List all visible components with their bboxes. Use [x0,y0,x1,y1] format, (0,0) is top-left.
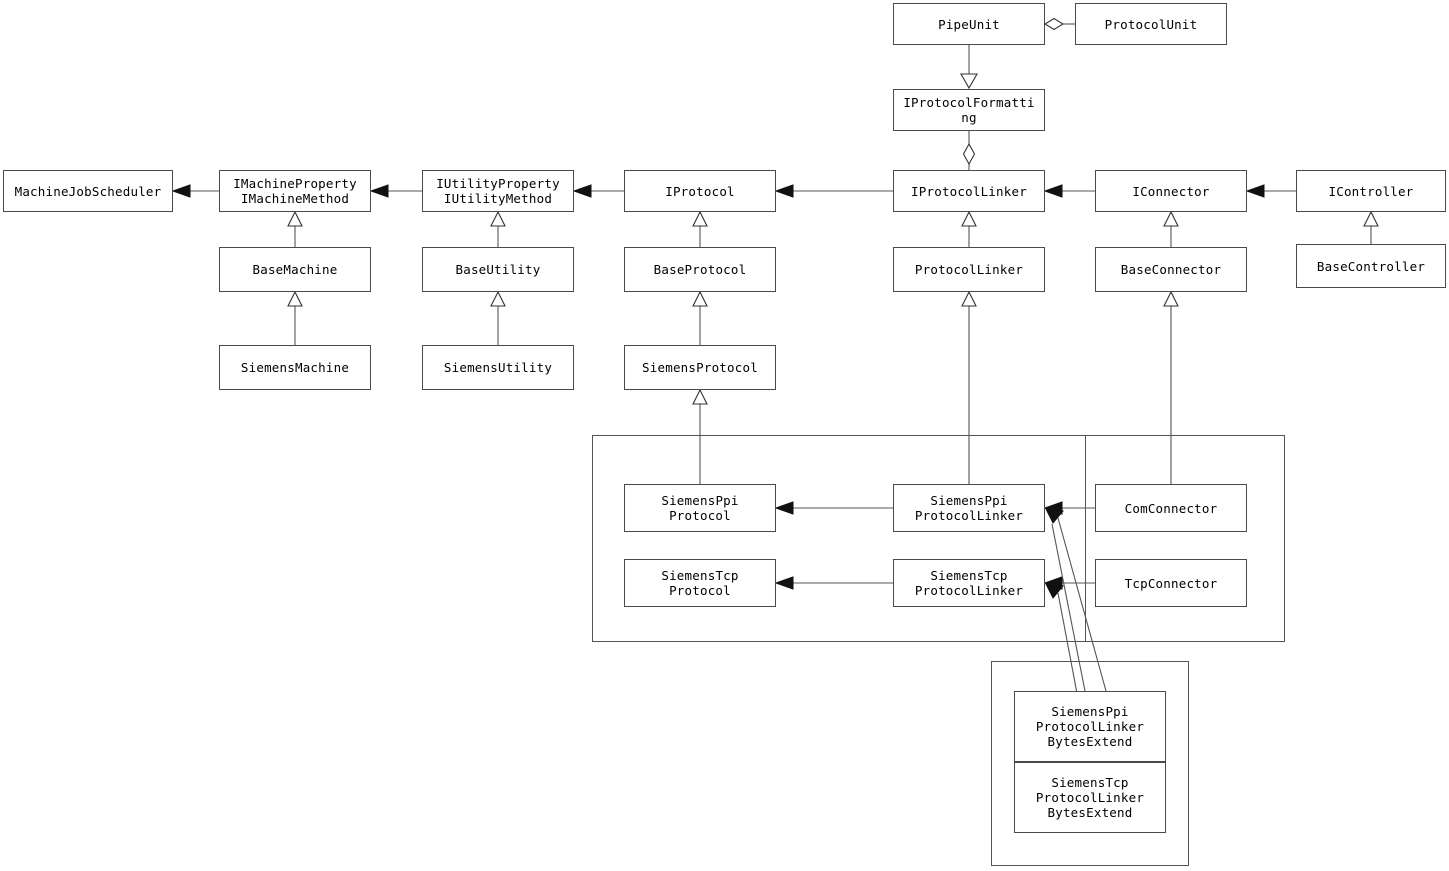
node-com-connector[interactable]: ComConnector [1095,484,1247,532]
node-label: SiemensMachine [240,360,350,375]
generalization-arrow-imachineproperty [287,210,303,227]
node-base-protocol[interactable]: BaseProtocol [624,247,776,292]
node-label: MachineJobScheduler [14,183,162,199]
node-base-connector[interactable]: BaseConnector [1095,247,1247,292]
node-label: BaseUtility [455,262,541,277]
arrowhead-iutilityproperty [572,184,592,198]
generalization-arrow-protocollinker [961,290,977,307]
node-label: SiemensTcp Protocol [661,568,739,598]
node-protocol-linker[interactable]: ProtocolLinker [893,247,1045,292]
node-label: IProtocol [665,183,735,199]
node-siemens-utility[interactable]: SiemensUtility [422,345,574,390]
node-icontroller[interactable]: IController [1296,170,1446,212]
node-base-utility[interactable]: BaseUtility [422,247,574,292]
node-label: BaseMachine [252,262,338,277]
node-iprotocol-formatting[interactable]: IProtocolFormatti ng [893,89,1045,131]
node-label: BaseProtocol [653,262,747,277]
node-label: SiemensPpi ProtocolLinker BytesExtend [1035,704,1145,749]
generalization-arrow-baseutility [490,290,506,307]
node-label: SiemensProtocol [642,360,758,375]
node-protocol-unit[interactable]: ProtocolUnit [1075,3,1227,45]
generalization-arrow-iprotocollinker-realize [961,210,977,227]
node-machine-job-scheduler[interactable]: MachineJobScheduler [3,170,173,212]
aggregation-diamond-iprotocollinker [962,142,976,166]
node-label: BaseController [1316,258,1426,274]
arrowhead-iprotocollinker [1043,184,1063,198]
node-label: IUtilityProperty IUtilityMethod [436,176,560,206]
node-label: ProtocolUnit [1104,16,1198,32]
node-label: SiemensPpi Protocol [661,493,739,523]
node-imachine-property[interactable]: IMachineProperty IMachineMethod [219,170,371,212]
aggregation-diamond-pipeunit [1043,17,1065,31]
node-label: PipeUnit [938,16,1000,32]
node-siemens-ppi-protocol[interactable]: SiemensPpi Protocol [624,484,776,532]
node-iprotocol[interactable]: IProtocol [624,170,776,212]
node-siemens-ppi-linker-bytes-extend[interactable]: SiemensPpi ProtocolLinker BytesExtend [1014,691,1166,762]
arrowhead-imachineproperty [369,184,389,198]
connector-group [1085,435,1285,642]
node-label: IProtocolFormatti ng [903,95,1035,125]
arrowhead-iconnector [1245,184,1265,198]
node-label: IController [1328,183,1414,199]
arrowhead-iprotocol [774,184,794,198]
node-base-machine[interactable]: BaseMachine [219,247,371,292]
node-siemens-tcp-linker-bytes-extend[interactable]: SiemensTcp ProtocolLinker BytesExtend [1014,762,1166,833]
node-siemens-machine[interactable]: SiemensMachine [219,345,371,390]
arrowhead-machinejobscheduler [171,184,191,198]
node-label: SiemensTcp ProtocolLinker BytesExtend [1035,775,1145,820]
node-label: SiemensTcp ProtocolLinker [914,568,1024,598]
node-iutility-property[interactable]: IUtilityProperty IUtilityMethod [422,170,574,212]
node-iprotocol-linker[interactable]: IProtocolLinker [893,170,1045,212]
generalization-arrow-iconnector-realize [1163,210,1179,227]
generalization-arrow-siemensprotocol [692,388,708,405]
generalization-arrow-basemachine [287,290,303,307]
node-label: SiemensUtility [443,360,553,375]
node-label: IMachineProperty IMachineMethod [233,176,357,206]
node-siemens-protocol[interactable]: SiemensProtocol [624,345,776,390]
node-siemens-tcp-protocol[interactable]: SiemensTcp Protocol [624,559,776,607]
generalization-arrow-baseprotocol [692,290,708,307]
generalization-arrow-baseconnector [1163,290,1179,307]
node-siemens-tcp-protocol-linker[interactable]: SiemensTcp ProtocolLinker [893,559,1045,607]
node-base-controller[interactable]: BaseController [1296,244,1446,288]
node-label: ProtocolLinker [914,262,1024,277]
node-siemens-ppi-protocol-linker[interactable]: SiemensPpi ProtocolLinker [893,484,1045,532]
node-label: ComConnector [1124,500,1218,516]
generalization-arrow-iutilityproperty [490,210,506,227]
generalization-arrow-iprotocolformatting [960,73,978,90]
node-pipe-unit[interactable]: PipeUnit [893,3,1045,45]
node-label: TcpConnector [1124,575,1218,591]
generalization-arrow-iprotocol [692,210,708,227]
node-label: IConnector [1132,183,1210,199]
node-label: SiemensPpi ProtocolLinker [914,493,1024,523]
node-label: BaseConnector [1120,262,1222,277]
node-iconnector[interactable]: IConnector [1095,170,1247,212]
node-tcp-connector[interactable]: TcpConnector [1095,559,1247,607]
generalization-arrow-icontroller [1363,210,1379,227]
node-label: IProtocolLinker [911,183,1027,199]
